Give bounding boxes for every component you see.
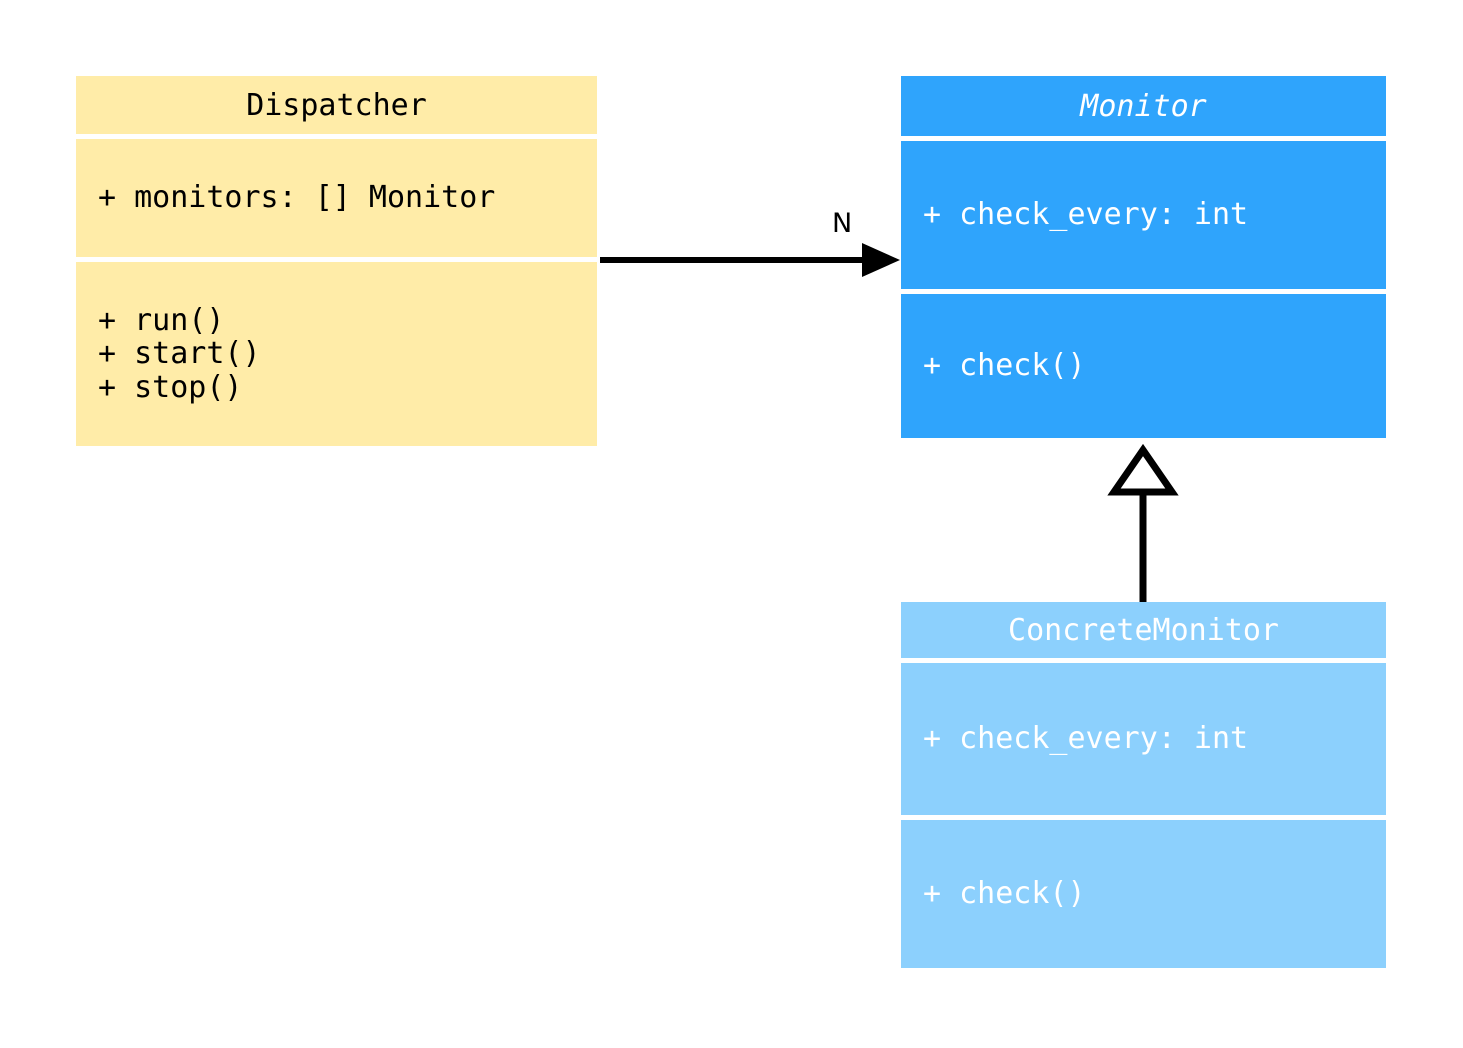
class-title-concretemonitor: ConcreteMonitor xyxy=(901,602,1386,658)
uml-class-monitor[interactable]: Monitor + check_every: int + check() xyxy=(901,76,1386,438)
compartment-divider xyxy=(901,136,1386,141)
uml-class-dispatcher[interactable]: Dispatcher + monitors: [] Monitor + run(… xyxy=(76,76,597,446)
methods-compartment-concretemonitor: + check() xyxy=(901,820,1386,968)
attribute-item: + check_every: int xyxy=(923,197,1249,233)
attributes-compartment-dispatcher: + monitors: [] Monitor xyxy=(76,139,597,257)
association-multiplicity-label: N xyxy=(832,208,853,239)
methods-compartment-monitor: + check() xyxy=(901,294,1386,438)
method-item: + run() xyxy=(98,302,225,338)
class-title-dispatcher: Dispatcher xyxy=(76,76,597,134)
association-arrowhead xyxy=(862,243,900,277)
attributes-compartment-monitor: + check_every: int xyxy=(901,141,1386,289)
generalization-arrow-concretemonitor-to-monitor xyxy=(1107,443,1179,602)
uml-class-concretemonitor[interactable]: ConcreteMonitor + check_every: int + che… xyxy=(901,602,1386,968)
compartment-divider xyxy=(76,134,597,139)
association-arrow-dispatcher-to-monitor xyxy=(600,243,900,277)
method-item: + check() xyxy=(923,876,1086,912)
method-item: + check() xyxy=(923,348,1086,384)
attribute-item: + check_every: int xyxy=(923,721,1249,757)
class-title-monitor: Monitor xyxy=(901,76,1386,136)
method-item: + start() xyxy=(98,336,261,372)
compartment-divider xyxy=(901,815,1386,820)
generalization-triangle xyxy=(1107,443,1179,496)
attribute-item: + monitors: [] Monitor xyxy=(98,180,496,216)
attributes-compartment-concretemonitor: + check_every: int xyxy=(901,663,1386,815)
compartment-divider xyxy=(901,289,1386,294)
compartment-divider xyxy=(901,658,1386,663)
compartment-divider xyxy=(76,257,597,262)
methods-compartment-dispatcher: + run() + start() + stop() xyxy=(76,262,597,446)
method-item: + stop() xyxy=(98,369,243,405)
